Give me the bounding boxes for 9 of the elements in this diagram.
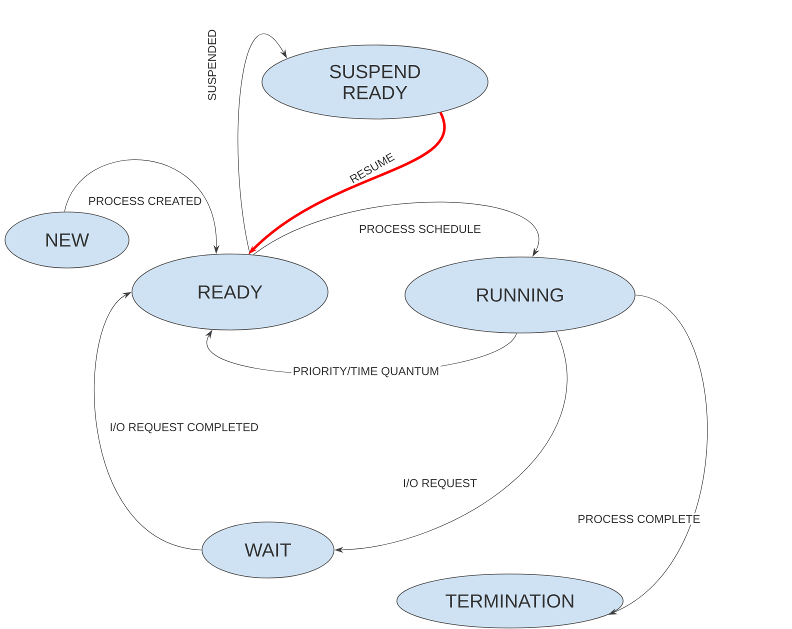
- edge-label: I/O REQUEST: [401, 477, 479, 491]
- arrow: [94, 292, 202, 550]
- edge-label: PROCESS SCHEDULE: [357, 223, 483, 235]
- arrow: [238, 33, 287, 255]
- edge-label: PRIORITY/TIME QUANTUM: [291, 365, 441, 379]
- edge-label: SUSPENDED: [206, 28, 218, 102]
- edge-label: PROCESS COMPLETE: [576, 513, 702, 525]
- edge-label: I/O REQUEST COMPLETED: [108, 421, 260, 435]
- edge-label: PROCESS CREATED: [86, 195, 204, 207]
